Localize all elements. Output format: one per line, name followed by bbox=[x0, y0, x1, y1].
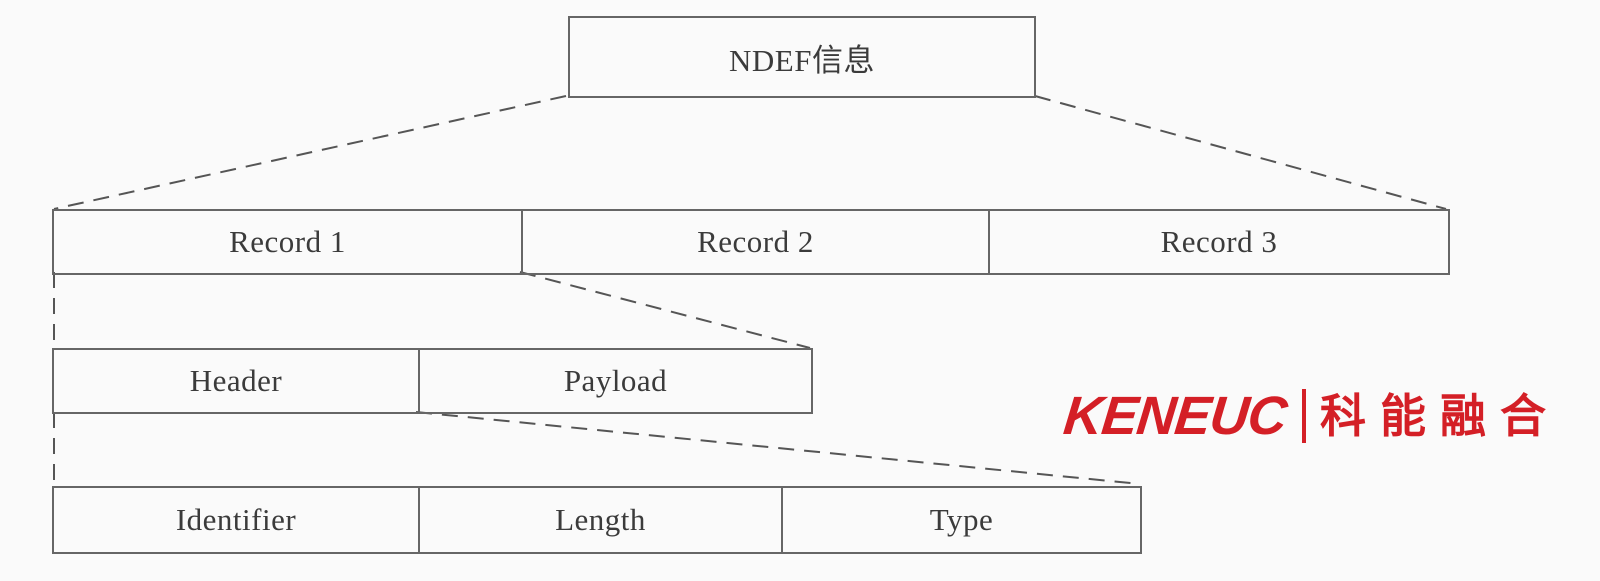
record-1-cell: Record 1 bbox=[54, 211, 521, 273]
record-parts-row: Header Payload bbox=[52, 348, 813, 414]
header-cell: Header bbox=[54, 350, 418, 412]
identifier-cell: Identifier bbox=[54, 488, 418, 552]
type-cell: Type bbox=[781, 488, 1140, 552]
record-1-label: Record 1 bbox=[229, 224, 346, 259]
logo-chinese-text: 科能融合 bbox=[1320, 389, 1561, 443]
connector-header-right bbox=[415, 411, 1141, 485]
payload-label: Payload bbox=[563, 363, 668, 398]
payload-cell: Payload bbox=[418, 350, 811, 412]
connector-ndef-right bbox=[1034, 95, 1447, 210]
record-3-cell: Record 3 bbox=[988, 211, 1448, 273]
header-label: Header bbox=[189, 363, 283, 398]
logo-divider bbox=[1302, 389, 1307, 443]
records-row: Record 1 Record 2 Record 3 bbox=[52, 209, 1450, 275]
header-fields-row: Identifier Length Type bbox=[52, 486, 1142, 554]
length-label: Length bbox=[555, 502, 646, 537]
connector-record-right bbox=[519, 271, 811, 349]
length-cell: Length bbox=[418, 488, 781, 552]
type-label: Type bbox=[929, 502, 994, 537]
identifier-label: Identifier bbox=[175, 502, 297, 537]
logo-latin-text: KENEUC bbox=[1060, 386, 1290, 446]
keneuc-watermark-logo: KENEUC 科能融合 bbox=[1060, 386, 1561, 446]
record-2-label: Record 2 bbox=[697, 224, 814, 259]
ndef-message-label: NDEF信息 bbox=[729, 42, 875, 78]
record-3-label: Record 3 bbox=[1160, 224, 1278, 259]
ndef-message-box: NDEF信息 bbox=[568, 16, 1036, 98]
connector-ndef-left bbox=[53, 95, 567, 210]
record-2-cell: Record 2 bbox=[521, 211, 988, 273]
